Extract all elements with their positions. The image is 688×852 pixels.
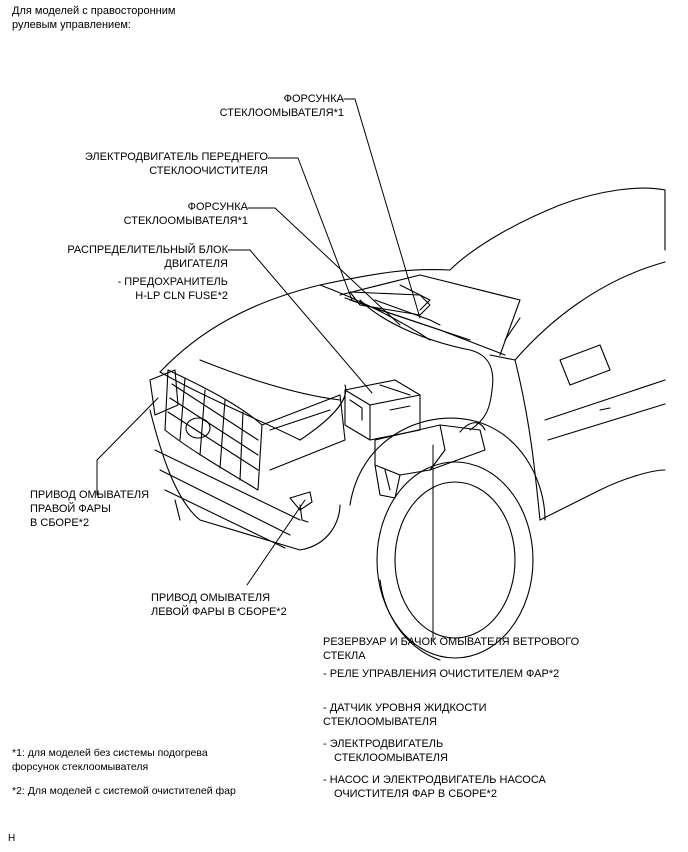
- callout-label: ФОРСУНКА: [187, 201, 248, 213]
- callout-label: РЕЗЕРВУАР И БАЧОК ОМЫВАТЕЛЯ ВЕТРОВОГО: [323, 636, 580, 648]
- callout-label: ПРИВОД ОМЫВАТЕЛЯ: [30, 489, 150, 501]
- washer-hose: [359, 299, 494, 431]
- callout-label: ЭЛЕКТРОДВИГАТЕЛЬ ПЕРЕДНЕГО: [84, 151, 268, 163]
- windshield-wipers: [339, 274, 521, 356]
- junction-block-component: [344, 379, 421, 441]
- callout-sublabel: H-LP CLN FUSE*2: [135, 290, 228, 302]
- callout-item: - РЕЛЕ УПРАВЛЕНИЯ ОЧИСТИТЕЛЕМ ФАР*2: [323, 668, 560, 680]
- callout-washer-nozzle-second: ФОРСУНКА СТЕКЛООМЫВАТЕЛЯ*1: [124, 200, 248, 228]
- leader-wiper-motor: [267, 157, 353, 301]
- left-headlamp-washer-actuator: [289, 491, 313, 523]
- callout-label: СТЕКЛА: [323, 650, 366, 662]
- page-code: H: [8, 833, 16, 844]
- leader-lines: [96, 98, 434, 641]
- callout-wiper-motor: ЭЛЕКТРОДВИГАТЕЛЬ ПЕРЕДНЕГО СТЕКЛООЧИСТИТ…: [85, 150, 268, 178]
- leader-relay-block: [227, 249, 373, 394]
- callout-item: ОЧИСТИТЕЛЯ ФАР В СБОРЕ*2: [334, 788, 497, 800]
- footnote-text: *1: для моделей без системы подогрева: [12, 747, 208, 759]
- callout-right-headlamp-actuator: ПРИВОД ОМЫВАТЕЛЯ ПРАВОЙ ФАРЫ В СБОРЕ*2: [30, 488, 149, 530]
- vehicle-body-outline: [159, 187, 666, 521]
- headlamps: [149, 369, 346, 471]
- callout-label: РАСПРЕДЕЛИТЕЛЬНЫЙ БЛОК: [67, 244, 228, 256]
- callout-item: - НАСОС И ЭЛЕКТРОДВИГАТЕЛЬ НАСОСА: [323, 774, 546, 786]
- callout-item: СТЕКЛООМЫВАТЕЛЯ: [334, 752, 448, 764]
- callout-label: СТЕКЛООМЫВАТЕЛЯ*1: [219, 107, 344, 119]
- callout-reservoir: РЕЗЕРВУАР И БАЧОК ОМЫВАТЕЛЯ ВЕТРОВОГО СТ…: [323, 635, 579, 801]
- callout-label: ДВИГАТЕЛЯ: [164, 258, 228, 270]
- callout-sublabel: - ПРЕДОХРАНИТЕЛЬ: [117, 276, 228, 288]
- callout-item: СТЕКЛООМЫВАТЕЛЯ: [323, 716, 437, 728]
- leader-washer-nozzle-second: [247, 207, 401, 326]
- callout-left-headlamp-actuator: ПРИВОД ОМЫВАТЕЛЯ ЛЕВОЙ ФАРЫ В СБОРЕ*2: [151, 591, 287, 619]
- footnote-2: *2: Для моделей с системой очистителей ф…: [12, 785, 236, 797]
- washer-reservoir-component: [374, 422, 486, 499]
- callout-washer-nozzle-top: ФОРСУНКА СТЕКЛООМЫВАТЕЛЯ*1: [220, 92, 344, 120]
- header-line-2: рулевым управлением:: [12, 19, 131, 31]
- callout-label: ФОРСУНКА: [283, 93, 344, 105]
- callout-label: В СБОРЕ*2: [30, 517, 90, 529]
- leader-left-headlamp-actuator: [246, 499, 306, 586]
- callout-label: СТЕКЛООЧИСТИТЕЛЯ: [149, 165, 268, 177]
- front-grille: [149, 369, 341, 551]
- callout-relay-block: РАСПРЕДЕЛИТЕЛЬНЫЙ БЛОК ДВИГАТЕЛЯ - ПРЕДО…: [67, 243, 228, 303]
- footnote-text: форсунок стеклоомывателя: [12, 761, 149, 773]
- callout-item: - ДАТЧИК УРОВНЯ ЖИДКОСТИ: [323, 702, 487, 714]
- leader-right-headlamp-actuator: [96, 397, 159, 496]
- callout-label: ПРИВОД ОМЫВАТЕЛЯ: [151, 592, 271, 604]
- leader-washer-nozzle-top: [343, 98, 421, 319]
- callout-label: ЛЕВОЙ ФАРЫ В СБОРЕ*2: [151, 606, 287, 618]
- front-wheel: [349, 417, 546, 661]
- callout-label: ПРАВОЙ ФАРЫ: [30, 503, 111, 515]
- footnote-1: *1: для моделей без системы подогрева фо…: [12, 746, 208, 774]
- callout-item: - ЭЛЕКТРОДВИГАТЕЛЬ: [323, 738, 444, 750]
- header-line-1: Для моделей с правосторонним: [12, 5, 176, 17]
- callout-label: СТЕКЛООМЫВАТЕЛЯ*1: [123, 215, 248, 227]
